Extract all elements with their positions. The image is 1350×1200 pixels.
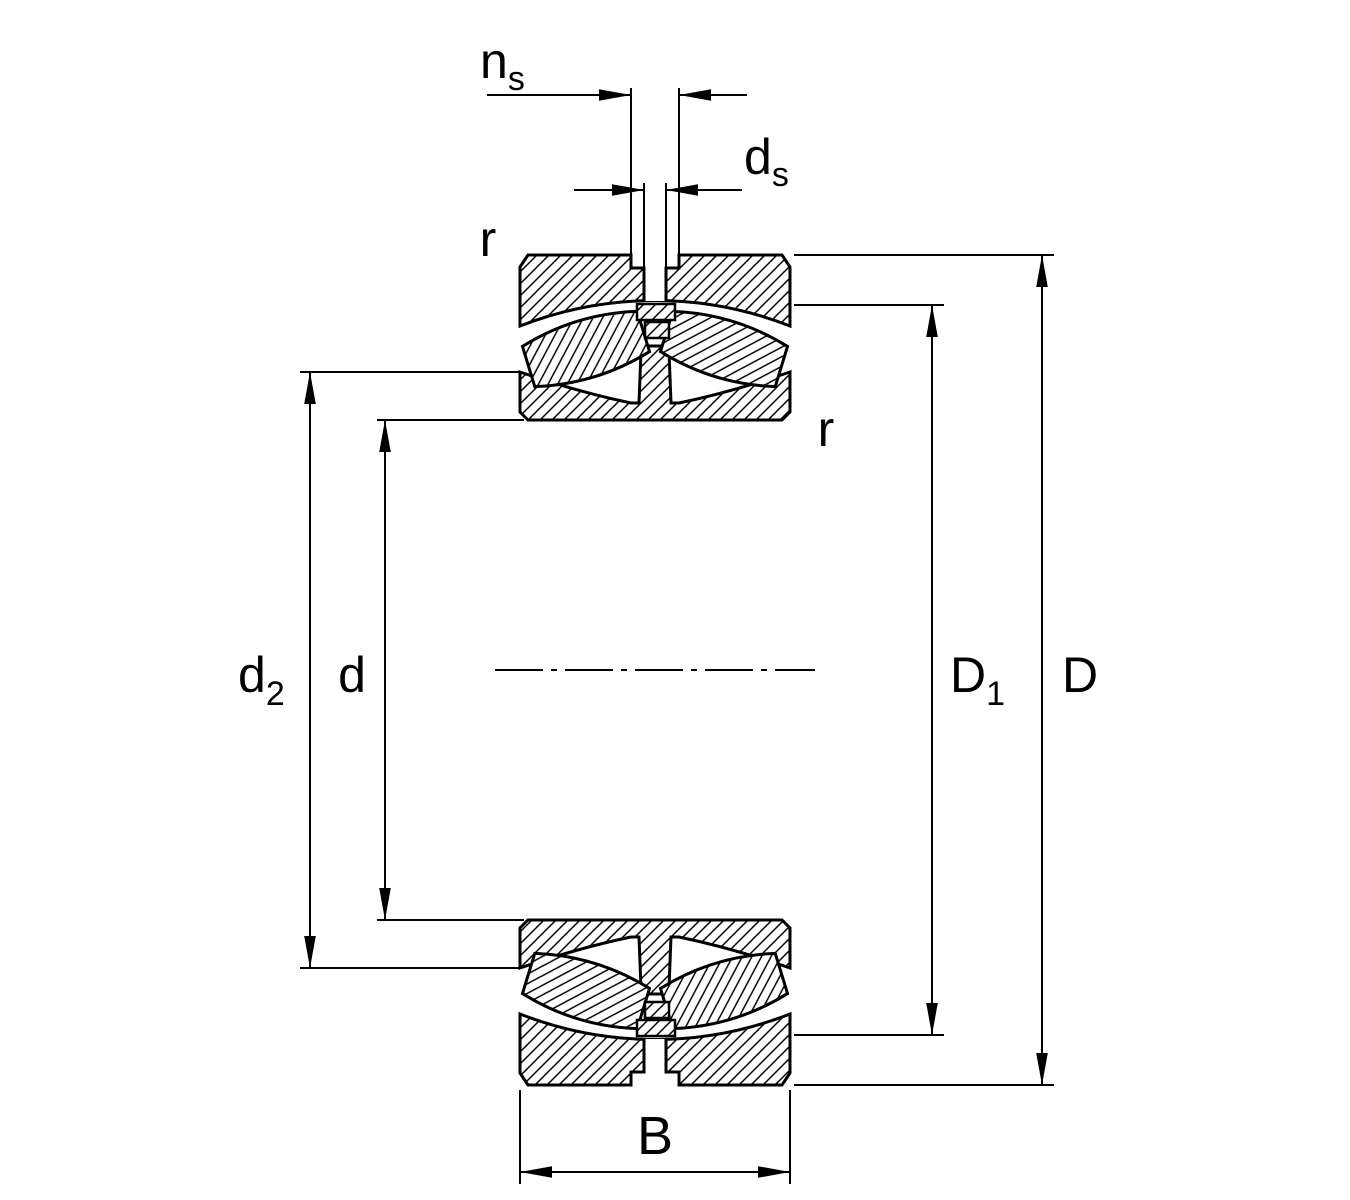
dim-D: D xyxy=(794,254,1098,1086)
cage-bottom-piece-2 xyxy=(643,1000,671,1020)
roller-top-right xyxy=(658,309,790,389)
label-d2: d2 xyxy=(238,647,285,713)
label-B: B xyxy=(637,1106,673,1166)
lube-hole-bottom xyxy=(645,1039,665,1074)
label-d: d xyxy=(338,647,366,703)
dim-B: B xyxy=(519,1090,791,1184)
label-r-outer: r xyxy=(480,211,497,267)
label-ns: ns xyxy=(480,33,525,98)
cage-bottom-piece-1 xyxy=(635,1018,677,1038)
label-D1: D1 xyxy=(950,647,1005,713)
roller-top-left xyxy=(520,309,652,389)
roller-bottom-right xyxy=(658,951,790,1031)
lube-hole-top xyxy=(645,266,665,301)
lubrication-hole xyxy=(642,266,668,1074)
dim-d: d xyxy=(338,419,524,921)
cage-top-piece-2 xyxy=(643,320,671,340)
dim-ds: ds xyxy=(574,129,789,300)
dim-d2: d2 xyxy=(238,371,520,969)
label-D: D xyxy=(1062,647,1098,703)
dim-D1: D1 xyxy=(794,304,1005,1036)
label-ds: ds xyxy=(744,129,789,194)
label-r-inner: r xyxy=(818,401,835,457)
dim-ns: ns xyxy=(480,33,747,254)
cage-top-piece-1 xyxy=(635,302,677,322)
cage xyxy=(635,302,677,1038)
